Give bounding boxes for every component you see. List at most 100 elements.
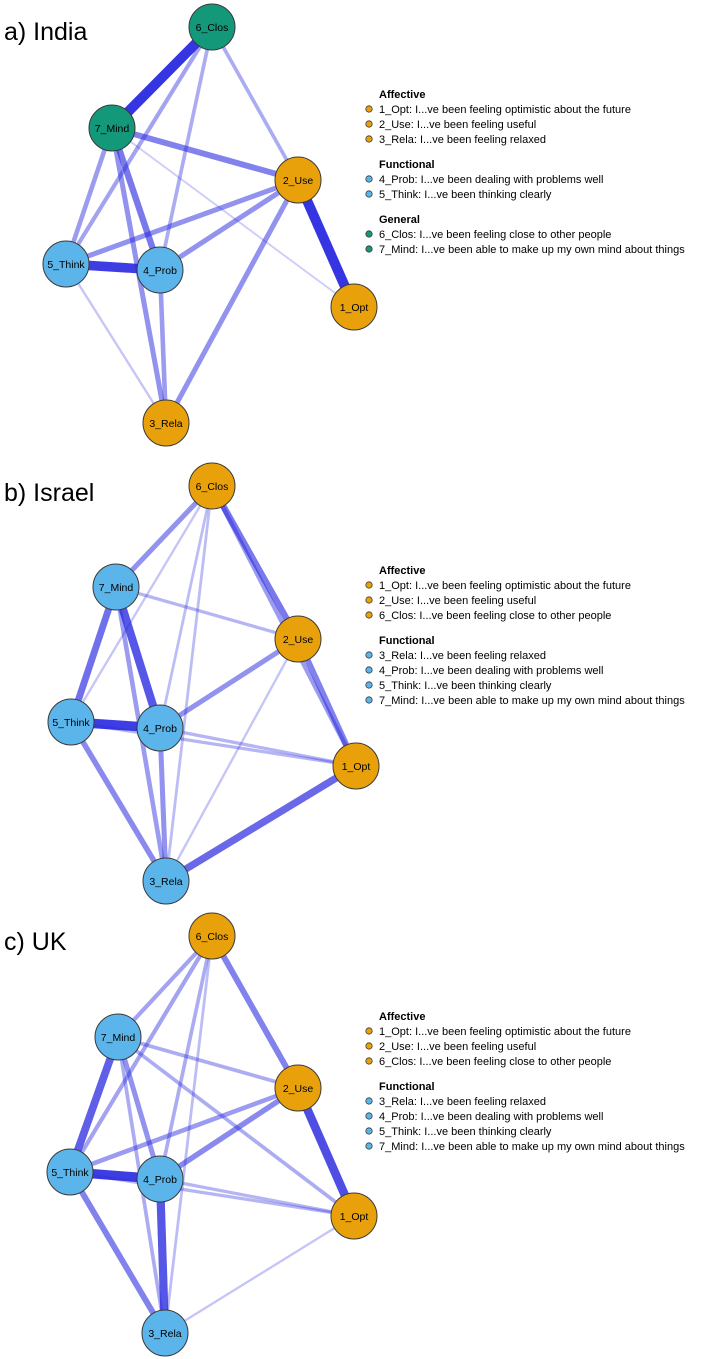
edge-6_Clos-7_Mind <box>108 23 216 132</box>
node-circle <box>330 1192 378 1240</box>
node-label: 5_Think <box>52 717 90 729</box>
legend-item: 4_Prob: I...ve been dealing with problem… <box>379 665 603 677</box>
node-label: 2_Use <box>283 1083 314 1095</box>
panel-title: b) Israel <box>4 479 94 507</box>
node-7_Mind: 7_Mind <box>92 563 140 611</box>
node-circle <box>88 104 136 152</box>
legend-heading: Functional <box>379 1081 435 1093</box>
node-circle <box>136 1155 184 1203</box>
node-circle <box>188 912 236 960</box>
edge-layer <box>67 484 359 885</box>
edge-2_Use-5_Think <box>65 177 299 267</box>
node-layer: 6_Clos7_Mind2_Use5_Think4_Prob1_Opt3_Rel… <box>46 912 378 1357</box>
edge-4_Prob-2_Use <box>158 636 300 731</box>
legend-dot <box>365 135 373 143</box>
node-circle <box>188 3 236 51</box>
legend-item: 1_Opt: I...ve been feeling optimistic ab… <box>379 580 631 592</box>
legend-item: 6_Clos: I...ve been feeling close to oth… <box>379 229 611 241</box>
node-4_Prob: 4_Prob <box>136 1155 184 1203</box>
legend-item: 4_Prob: I...ve been dealing with problem… <box>379 1111 603 1123</box>
edge-5_Think-2_Use <box>69 1085 299 1175</box>
node-circle <box>42 240 90 288</box>
legend-heading: Functional <box>379 635 435 647</box>
node-label: 7_Mind <box>95 123 130 135</box>
legend-dot <box>365 681 373 689</box>
edge-5_Think-3_Rela <box>67 1170 168 1335</box>
edge-7_Mind-2_Use <box>111 125 299 183</box>
edge-2_Use-4_Prob <box>158 177 300 273</box>
edge-6_Clos-3_Rela <box>163 935 214 1334</box>
legend-item: 3_Rela: I...ve been feeling relaxed <box>379 1096 546 1108</box>
edge-6_Clos-4_Prob <box>158 935 214 1180</box>
legend-heading: Functional <box>379 159 435 171</box>
legend-dot <box>365 1142 373 1150</box>
node-circle <box>142 857 190 905</box>
node-3_Rela: 3_Rela <box>142 399 190 447</box>
node-label: 6_Clos <box>196 22 229 34</box>
legend-dot <box>365 120 373 128</box>
edge-6_Clos-3_Rela <box>164 485 214 882</box>
edge-7_Mind-2_Use <box>115 585 299 641</box>
edge-7_Mind-5_Think <box>63 127 115 265</box>
legend-item: 3_Rela: I...ve been feeling relaxed <box>379 650 546 662</box>
node-label: 7_Mind <box>99 582 134 594</box>
legend-item: 2_Use: I...ve been feeling useful <box>379 1041 536 1053</box>
legend-item: 5_Think: I...ve been thinking clearly <box>379 680 552 692</box>
node-label: 1_Opt <box>340 1211 369 1223</box>
node-circle <box>274 156 322 204</box>
node-circle <box>136 246 184 294</box>
legend-dot <box>365 1057 373 1065</box>
node-4_Prob: 4_Prob <box>136 704 184 752</box>
edge-7_Mind-4_Prob <box>112 585 164 730</box>
node-circle <box>188 462 236 510</box>
node-label: 4_Prob <box>143 1174 177 1186</box>
edge-5_Think-1_Opt <box>69 1170 355 1218</box>
edge-7_Mind-1_Opt <box>116 1035 356 1218</box>
edge-6_Clos-4_Prob <box>158 26 214 271</box>
legend-dot <box>365 696 373 704</box>
node-label: 3_Rela <box>149 418 182 430</box>
node-1_Opt: 1_Opt <box>330 283 378 331</box>
node-1_Opt: 1_Opt <box>330 1192 378 1240</box>
node-circle <box>330 283 378 331</box>
edge-6_Clos-2_Use <box>209 934 301 1090</box>
edge-5_Think-1_Opt <box>70 720 357 768</box>
node-7_Mind: 7_Mind <box>94 1013 142 1061</box>
node-3_Rela: 3_Rela <box>142 857 190 905</box>
edge-6_Clos-5_Think <box>64 25 214 266</box>
edge-4_Prob-2_Use <box>158 1085 300 1182</box>
edge-5_Think-3_Rela <box>68 720 169 883</box>
node-circle <box>141 1309 189 1357</box>
edge-3_Rela-1_Opt <box>164 762 358 885</box>
edge-6_Clos-2_Use <box>210 26 300 181</box>
edge-7_Mind-4_Prob <box>108 126 164 272</box>
legend-dot <box>365 1112 373 1120</box>
node-label: 1_Opt <box>340 302 369 314</box>
node-circle <box>94 1013 142 1061</box>
node-circle <box>92 563 140 611</box>
edge-3_Rela-1_Opt <box>164 1215 355 1334</box>
node-circle <box>136 704 184 752</box>
node-1_Opt: 1_Opt <box>332 742 380 790</box>
legend-item: 5_Think: I...ve been thinking clearly <box>379 1126 552 1138</box>
legend-heading: Affective <box>379 1011 425 1023</box>
node-label: 5_Think <box>51 1167 89 1179</box>
legend-dot <box>365 651 373 659</box>
legend-item: 2_Use: I...ve been feeling useful <box>379 119 536 131</box>
legend-heading: Affective <box>379 565 425 577</box>
legend-dot <box>365 1127 373 1135</box>
legend-item: 3_Rela: I...ve been feeling relaxed <box>379 134 546 146</box>
legend-dot <box>365 190 373 198</box>
edge-6_Clos-5_Think <box>68 934 214 1174</box>
node-2_Use: 2_Use <box>274 156 322 204</box>
node-label: 5_Think <box>47 259 85 271</box>
legend-dot <box>365 1097 373 1105</box>
edge-7_Mind-5_Think <box>66 1035 122 1174</box>
edge-4_Prob-1_Opt <box>159 1177 355 1218</box>
edge-7_Mind-1_Opt <box>111 127 355 308</box>
